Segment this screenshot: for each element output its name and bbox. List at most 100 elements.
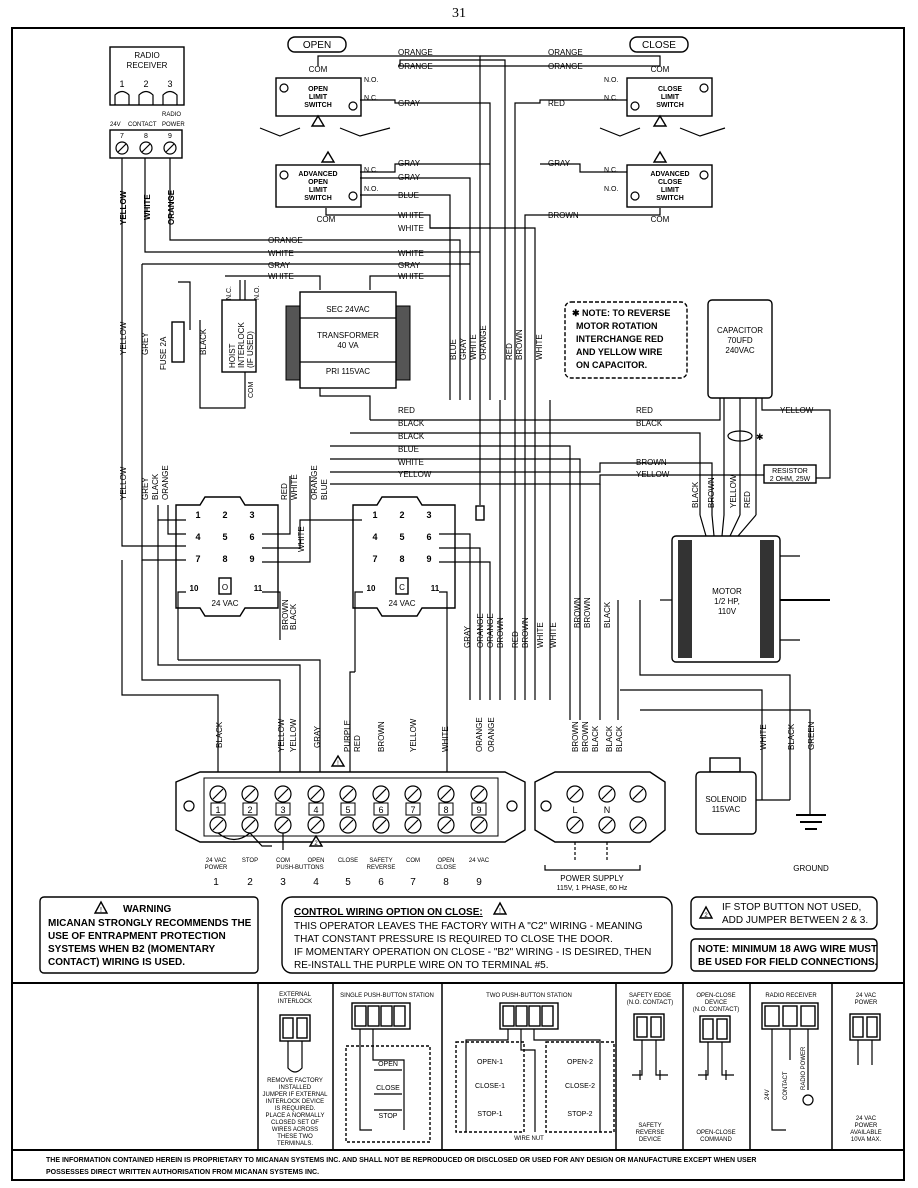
svg-text:8: 8 <box>222 554 227 564</box>
svg-text:JUMPER IF EXTERNAL: JUMPER IF EXTERNAL <box>262 1092 328 1098</box>
svg-text:IF MOMENTARY OPERATION ON CLOS: IF MOMENTARY OPERATION ON CLOSE - "B2" W… <box>294 947 651 958</box>
svg-text:24 VAC: 24 VAC <box>469 858 490 864</box>
svg-text:SWITCH: SWITCH <box>656 102 684 109</box>
svg-text:BLACK: BLACK <box>615 725 624 752</box>
svg-text:GROUND: GROUND <box>793 864 829 873</box>
advanced-close-limit-switch: ADVANCED CLOSE LIMIT SWITCH N.C. N.O. CO… <box>604 150 713 224</box>
svg-text:INTERLOCK DEVICE: INTERLOCK DEVICE <box>266 1099 324 1105</box>
terminal-1: 1 <box>209 785 227 834</box>
svg-text:GRAY: GRAY <box>459 337 468 360</box>
svg-text:3: 3 <box>426 510 431 520</box>
svg-text:WHITE: WHITE <box>268 249 294 258</box>
svg-text:24 VAC: 24 VAC <box>206 858 227 864</box>
svg-text:WHITE: WHITE <box>759 724 768 750</box>
svg-text:10: 10 <box>190 584 199 593</box>
svg-text:ORANGE: ORANGE <box>479 325 488 360</box>
capacitor: CAPACITOR 70UFD 240VAC YELLOW ✱ <box>707 299 831 515</box>
svg-text:MOTOR ROTATION: MOTOR ROTATION <box>576 321 658 331</box>
svg-text:LIMIT: LIMIT <box>309 187 328 194</box>
close-tag: CLOSE <box>629 36 689 53</box>
svg-text:GREY: GREY <box>141 332 150 355</box>
svg-text:OPEN-CLOSE: OPEN-CLOSE <box>696 993 735 999</box>
svg-text:3: 3 <box>280 877 286 888</box>
svg-text:WHITE: WHITE <box>398 211 424 220</box>
svg-text:11: 11 <box>254 584 263 593</box>
svg-text:CLOSE: CLOSE <box>642 40 676 51</box>
svg-text:WHITE: WHITE <box>549 622 558 648</box>
svg-text:REVERSE: REVERSE <box>367 865 396 871</box>
svg-text:AND YELLOW WIRE: AND YELLOW WIRE <box>576 347 662 357</box>
external-interlock-panel: EXTERNAL INTERLOCK REMOVE FACTORY INSTAL… <box>262 992 328 1147</box>
svg-text:RED: RED <box>505 343 514 360</box>
svg-text:PLACE A NORMALLY: PLACE A NORMALLY <box>266 1113 325 1119</box>
advanced-open-limit-switch: ADVANCED OPEN LIMIT SWITCH N.C. N.O. COM <box>275 150 378 224</box>
svg-text:2: 2 <box>143 79 148 89</box>
svg-text:ADVANCED: ADVANCED <box>650 171 689 178</box>
svg-text:2 OHM, 25W: 2 OHM, 25W <box>770 476 811 483</box>
svg-text:COM: COM <box>651 65 670 74</box>
svg-text:115V, 1 PHASE, 60 Hz: 115V, 1 PHASE, 60 Hz <box>557 885 628 892</box>
svg-text:YELLOW: YELLOW <box>409 718 418 752</box>
svg-text:(IF USED): (IF USED) <box>246 331 255 368</box>
svg-text:ADD JUMPER BETWEEN 2 & 3.: ADD JUMPER BETWEEN 2 & 3. <box>722 915 868 926</box>
svg-text:LIMIT: LIMIT <box>661 94 680 101</box>
svg-text:CLOSE: CLOSE <box>436 865 456 871</box>
svg-text:ORANGE: ORANGE <box>310 465 319 500</box>
svg-text:1: 1 <box>119 79 124 89</box>
svg-text:110V: 110V <box>718 607 737 616</box>
svg-text:IF STOP BUTTON NOT USED,: IF STOP BUTTON NOT USED, <box>722 902 861 913</box>
svg-text:7: 7 <box>120 133 124 140</box>
close-limit-switch: CLOSE LIMIT SWITCH COM N.O. N.C. <box>604 65 713 127</box>
svg-text:N.C.: N.C. <box>364 95 378 102</box>
svg-text:SEC 24VAC: SEC 24VAC <box>326 305 370 314</box>
svg-text:CONTACT) WIRING IS USED.: CONTACT) WIRING IS USED. <box>48 957 185 968</box>
svg-text:2: 2 <box>247 805 252 815</box>
svg-text:GRAY: GRAY <box>398 173 421 182</box>
svg-text:BLACK: BLACK <box>787 723 796 750</box>
motor: MOTOR 1/2 HP, 110V <box>620 514 830 815</box>
svg-text:ORANGE: ORANGE <box>398 62 433 71</box>
svg-text:2: 2 <box>704 913 708 919</box>
svg-text:USE OF ENTRAPMENT PROTECTION: USE OF ENTRAPMENT PROTECTION <box>48 931 226 942</box>
open-close-device-panel: OPEN-CLOSE DEVICE (N.O. CONTACT) OPEN-CL… <box>693 993 740 1143</box>
power-terminal-block: L N POWER SUPPLY 115V, 1 PHASE, 60 Hz <box>534 771 666 892</box>
svg-text:GREY: GREY <box>141 477 150 500</box>
svg-text:STOP-2: STOP-2 <box>567 1111 592 1118</box>
svg-text:WHITE: WHITE <box>143 194 152 220</box>
svg-text:STOP-1: STOP-1 <box>477 1111 502 1118</box>
terminal-4: 4 <box>307 785 325 834</box>
svg-text:5: 5 <box>345 877 351 888</box>
svg-text:FUSE 2A: FUSE 2A <box>159 336 168 370</box>
svg-text:ORANGE: ORANGE <box>161 465 170 500</box>
svg-text:OPEN: OPEN <box>437 858 454 864</box>
svg-text:ADVANCED: ADVANCED <box>298 171 337 178</box>
ground-symbol: GROUND <box>793 814 829 873</box>
svg-text:TERMINALS.: TERMINALS. <box>277 1141 313 1147</box>
svg-text:RED: RED <box>353 735 362 752</box>
svg-text:CLOSE: CLOSE <box>658 179 682 186</box>
svg-text:ORANGE: ORANGE <box>487 717 496 752</box>
svg-text:2: 2 <box>399 510 404 520</box>
svg-text:MOTOR: MOTOR <box>712 587 742 596</box>
svg-text:COMMAND: COMMAND <box>700 1137 732 1143</box>
svg-text:SOLENOID: SOLENOID <box>705 795 747 804</box>
svg-text:INTERCHANGE RED: INTERCHANGE RED <box>576 334 664 344</box>
terminal-2: 2 <box>241 785 259 834</box>
svg-text:COM: COM <box>406 858 420 864</box>
svg-text:8: 8 <box>443 877 449 888</box>
svg-text:YELLOW: YELLOW <box>119 466 128 500</box>
svg-text:RECEIVER: RECEIVER <box>127 61 168 70</box>
svg-text:7: 7 <box>195 554 200 564</box>
svg-text:L: L <box>572 805 577 815</box>
svg-text:1/2 HP,: 1/2 HP, <box>714 597 740 606</box>
svg-text:3: 3 <box>280 805 285 815</box>
svg-text:POWER: POWER <box>855 1123 878 1129</box>
svg-text:2: 2 <box>247 877 253 888</box>
terminal-7: 7 <box>404 785 422 834</box>
bottom-panel-dividers <box>257 983 833 1150</box>
svg-text:CLOSE-1: CLOSE-1 <box>475 1083 505 1090</box>
vac-power-panel: 24 VAC POWER 24 VAC POWER AVAILABLE 10VA… <box>849 993 882 1143</box>
svg-text:BROWN: BROWN <box>571 721 580 752</box>
svg-text:OPEN: OPEN <box>307 858 324 864</box>
